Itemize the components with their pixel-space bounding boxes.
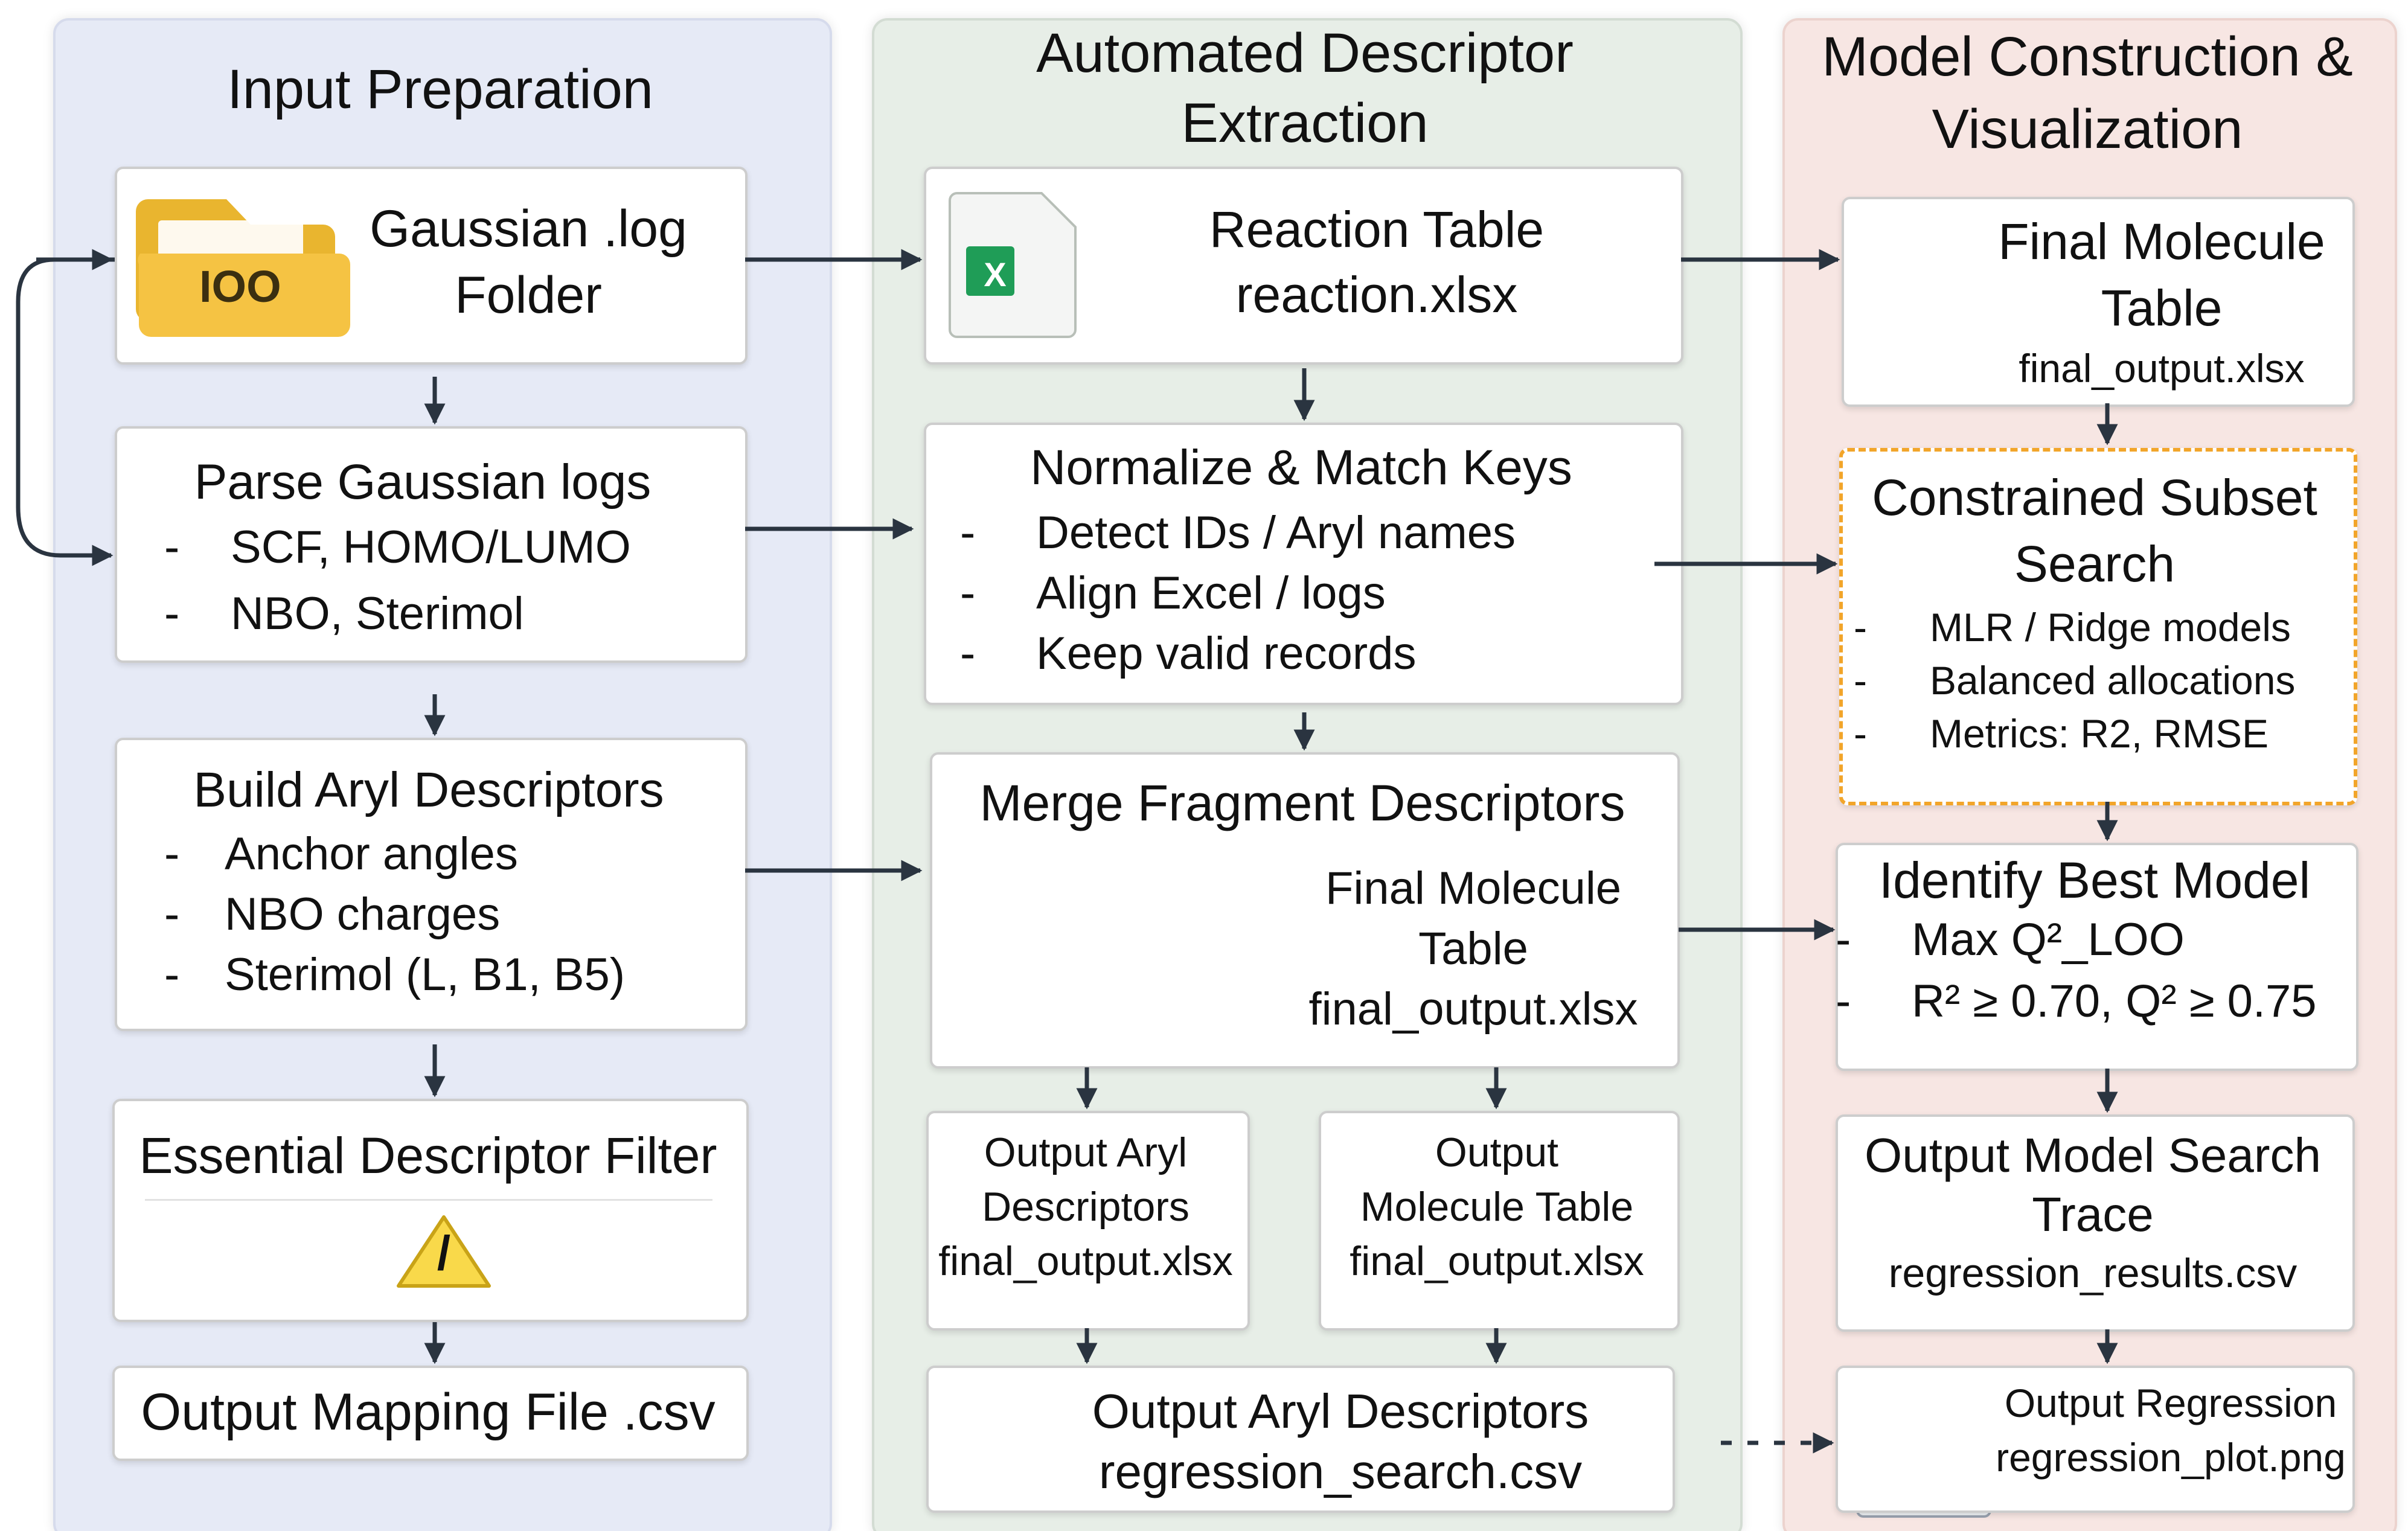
out-aryl-line2: Descriptors: [982, 1184, 1190, 1230]
out-aryl-line3: final_output.xlsx: [938, 1238, 1233, 1284]
best-model-title: Identify Best Model: [1878, 852, 2311, 909]
build-aryl-title: Build Aryl Descriptors: [193, 762, 664, 817]
final-molecule-table-box: [1842, 197, 2355, 407]
reaction-table-line2: reaction.xlsx: [1235, 266, 1518, 323]
divider: [145, 1199, 712, 1201]
build-aryl-item: -Sterimol (L, B1, B5): [164, 949, 626, 1000]
normalize-item: -Detect IDs / Aryl names: [960, 507, 1516, 558]
final-table-line1: Final Molecule: [1998, 213, 2325, 270]
model-title-line2: Visualization: [1932, 98, 2243, 160]
build-aryl-item: -Anchor angles: [164, 828, 518, 880]
build-aryl-descriptors-box: [115, 738, 748, 1031]
gaussian-folder-line2: Folder: [455, 266, 602, 324]
out-molecule-line3: final_output.xlsx: [1350, 1238, 1644, 1284]
final-table-line3: final_output.xlsx: [2019, 346, 2305, 391]
search-trace-line3: regression_results.csv: [1888, 1250, 2298, 1296]
build-aryl-item: -NBO charges: [164, 889, 501, 940]
model-title-line1: Model Construction &: [1822, 26, 2353, 88]
output-aryl-descriptors-box: [926, 1111, 1250, 1331]
out-regression-search-line1: Output Aryl Descriptors: [1092, 1384, 1589, 1438]
out-regression-search-line2: regression_search.csv: [1098, 1445, 1583, 1498]
merge-fragment-descriptors-box: [930, 752, 1680, 1069]
normalize-item: -Align Excel / logs: [960, 567, 1386, 619]
normalize-title: Normalize & Match Keys: [1030, 440, 1572, 495]
output-regression-plot-box: [1836, 1366, 2355, 1513]
mapping-file-title: Output Mapping File .csv: [141, 1383, 716, 1441]
search-trace-line2: Trace: [2032, 1187, 2154, 1241]
extraction-title-line2: Extraction: [1181, 92, 1429, 154]
final-table-line2: Table: [2101, 280, 2223, 336]
gaussian-folder-line1: Gaussian .log: [370, 200, 687, 258]
output-molecule-table-box: [1319, 1111, 1680, 1331]
subset-search-line2: Search: [2014, 535, 2176, 592]
best-model-item: -Max Q²_LOO: [1836, 914, 2185, 965]
parse-gaussian-logs-box: [115, 426, 748, 663]
merge-title: Merge Fragment Descriptors: [979, 775, 1625, 831]
extraction-title-line1: Automated Descriptor: [1036, 22, 1574, 84]
search-trace-line1: Output Model Search: [1865, 1128, 2321, 1182]
normalize-match-keys-box: [924, 423, 1683, 705]
merge-line2: Table: [1418, 923, 1528, 974]
output-mapping-file-box: [112, 1366, 749, 1461]
normalize-item: -Keep valid records: [960, 628, 1417, 679]
parse-logs-item: -SCF, HOMO/LUMO: [164, 522, 631, 573]
merge-line3: final_output.xlsx: [1308, 983, 1638, 1035]
subset-search-item: -Metrics: R2, RMSE: [1854, 711, 2269, 756]
subset-search-line1: Constrained Subset: [1872, 469, 2317, 526]
out-aryl-line1: Output Aryl: [984, 1130, 1188, 1175]
parse-logs-title: Parse Gaussian logs: [194, 455, 652, 510]
warning-glyph: /: [437, 1226, 451, 1280]
excel-glyph: X: [984, 255, 1007, 293]
merge-line1: Final Molecule: [1325, 863, 1621, 914]
subset-search-item: -Balanced allocations: [1854, 658, 2296, 703]
input-preparation-title: Input Preparation: [227, 59, 653, 120]
identify-best-model-box: [1836, 843, 2358, 1071]
out-molecule-line2: Molecule Table: [1360, 1184, 1634, 1230]
folder-label: IOO: [199, 261, 281, 312]
essential-filter-title: Essential Descriptor Filter: [139, 1127, 717, 1184]
output-model-search-trace-box: [1836, 1114, 2355, 1332]
reaction-table-line1: Reaction Table: [1209, 201, 1545, 258]
constrained-subset-search-box: [1839, 448, 2357, 805]
regression-plot-line1: Output Regression: [2004, 1381, 2337, 1425]
out-molecule-line1: Output: [1435, 1130, 1559, 1175]
best-model-item: -R² ≥ 0.70, Q² ≥ 0.75: [1836, 976, 2317, 1027]
parse-logs-item: -NBO, Sterimol: [164, 588, 524, 639]
subset-search-item: -MLR / Ridge models: [1854, 605, 2291, 650]
output-regression-search-box: [926, 1366, 1675, 1513]
regression-plot-line2: regression_plot.png: [1996, 1435, 2346, 1480]
